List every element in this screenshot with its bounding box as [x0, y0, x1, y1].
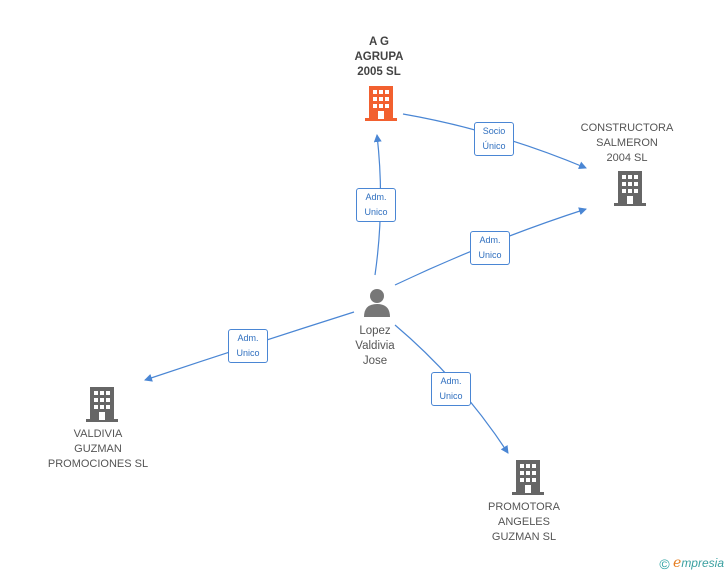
edge-badge-line: Unico	[439, 391, 463, 401]
edge-badge-adm-valdivia[interactable]: Adm. Unico	[228, 329, 268, 363]
edge-badge-adm-constructora[interactable]: Adm. Unico	[470, 231, 510, 265]
node-label-line: PROMOTORA	[488, 501, 560, 513]
node-label-line: Lopez	[359, 325, 391, 337]
node-label-line: AGRUPA	[354, 51, 404, 63]
edge-badge-line: Único	[482, 141, 506, 151]
node-label-ag-agrupa[interactable]: A G AGRUPA 2005 SL	[339, 35, 419, 80]
node-label-line: VALDIVIA	[73, 428, 123, 440]
building-icon[interactable]	[512, 460, 544, 496]
footer-brand: © empresia	[659, 555, 724, 572]
edge-badge-adm-ag[interactable]: Adm. Unico	[356, 188, 396, 222]
edge-badge-line: Unico	[478, 250, 502, 260]
node-label-line: 2004 SL	[606, 152, 648, 164]
edge-badge-line: Adm.	[479, 235, 501, 245]
node-label-valdivia[interactable]: VALDIVIA GUZMAN PROMOCIONES SL	[43, 427, 153, 472]
edge-badge-line: Unico	[364, 207, 388, 217]
node-label-line: GUZMAN	[74, 443, 122, 455]
node-label-line: PROMOCIONES SL	[47, 458, 149, 470]
copyright-icon: ©	[659, 556, 670, 572]
node-label-line: GUZMAN SL	[491, 531, 557, 543]
node-label-line: Jose	[362, 355, 388, 367]
person-icon[interactable]	[362, 288, 392, 318]
brand-logo-initial: e	[673, 555, 682, 572]
node-label-constructora[interactable]: CONSTRUCTORA SALMERON 2004 SL	[572, 121, 682, 166]
edge-badge-line: Adm.	[237, 333, 259, 343]
node-label-line: CONSTRUCTORA	[580, 122, 674, 134]
node-label-lopez[interactable]: Lopez Valdivia Jose	[335, 324, 415, 369]
node-label-line: SALMERON	[596, 137, 658, 149]
node-label-promotora[interactable]: PROMOTORA ANGELES GUZMAN SL	[469, 500, 579, 545]
edge-badge-line: Socio	[482, 126, 506, 136]
node-label-line: A G	[368, 36, 390, 48]
brand-logo-text: mpresia	[681, 556, 724, 571]
node-label-line: ANGELES	[498, 516, 550, 528]
edge-badge-line: Adm.	[440, 376, 462, 386]
node-label-line: 2005 SL	[357, 66, 401, 78]
edge-badge-line: Adm.	[365, 192, 387, 202]
edge-badge-line: Unico	[236, 348, 260, 358]
building-icon[interactable]	[86, 387, 118, 423]
edge-badge-socio-unico[interactable]: Socio Único	[474, 122, 514, 156]
building-icon[interactable]	[365, 86, 397, 122]
building-icon[interactable]	[614, 171, 646, 207]
node-label-line: Valdivia	[355, 340, 395, 352]
edge-badge-adm-promotora[interactable]: Adm. Unico	[431, 372, 471, 406]
